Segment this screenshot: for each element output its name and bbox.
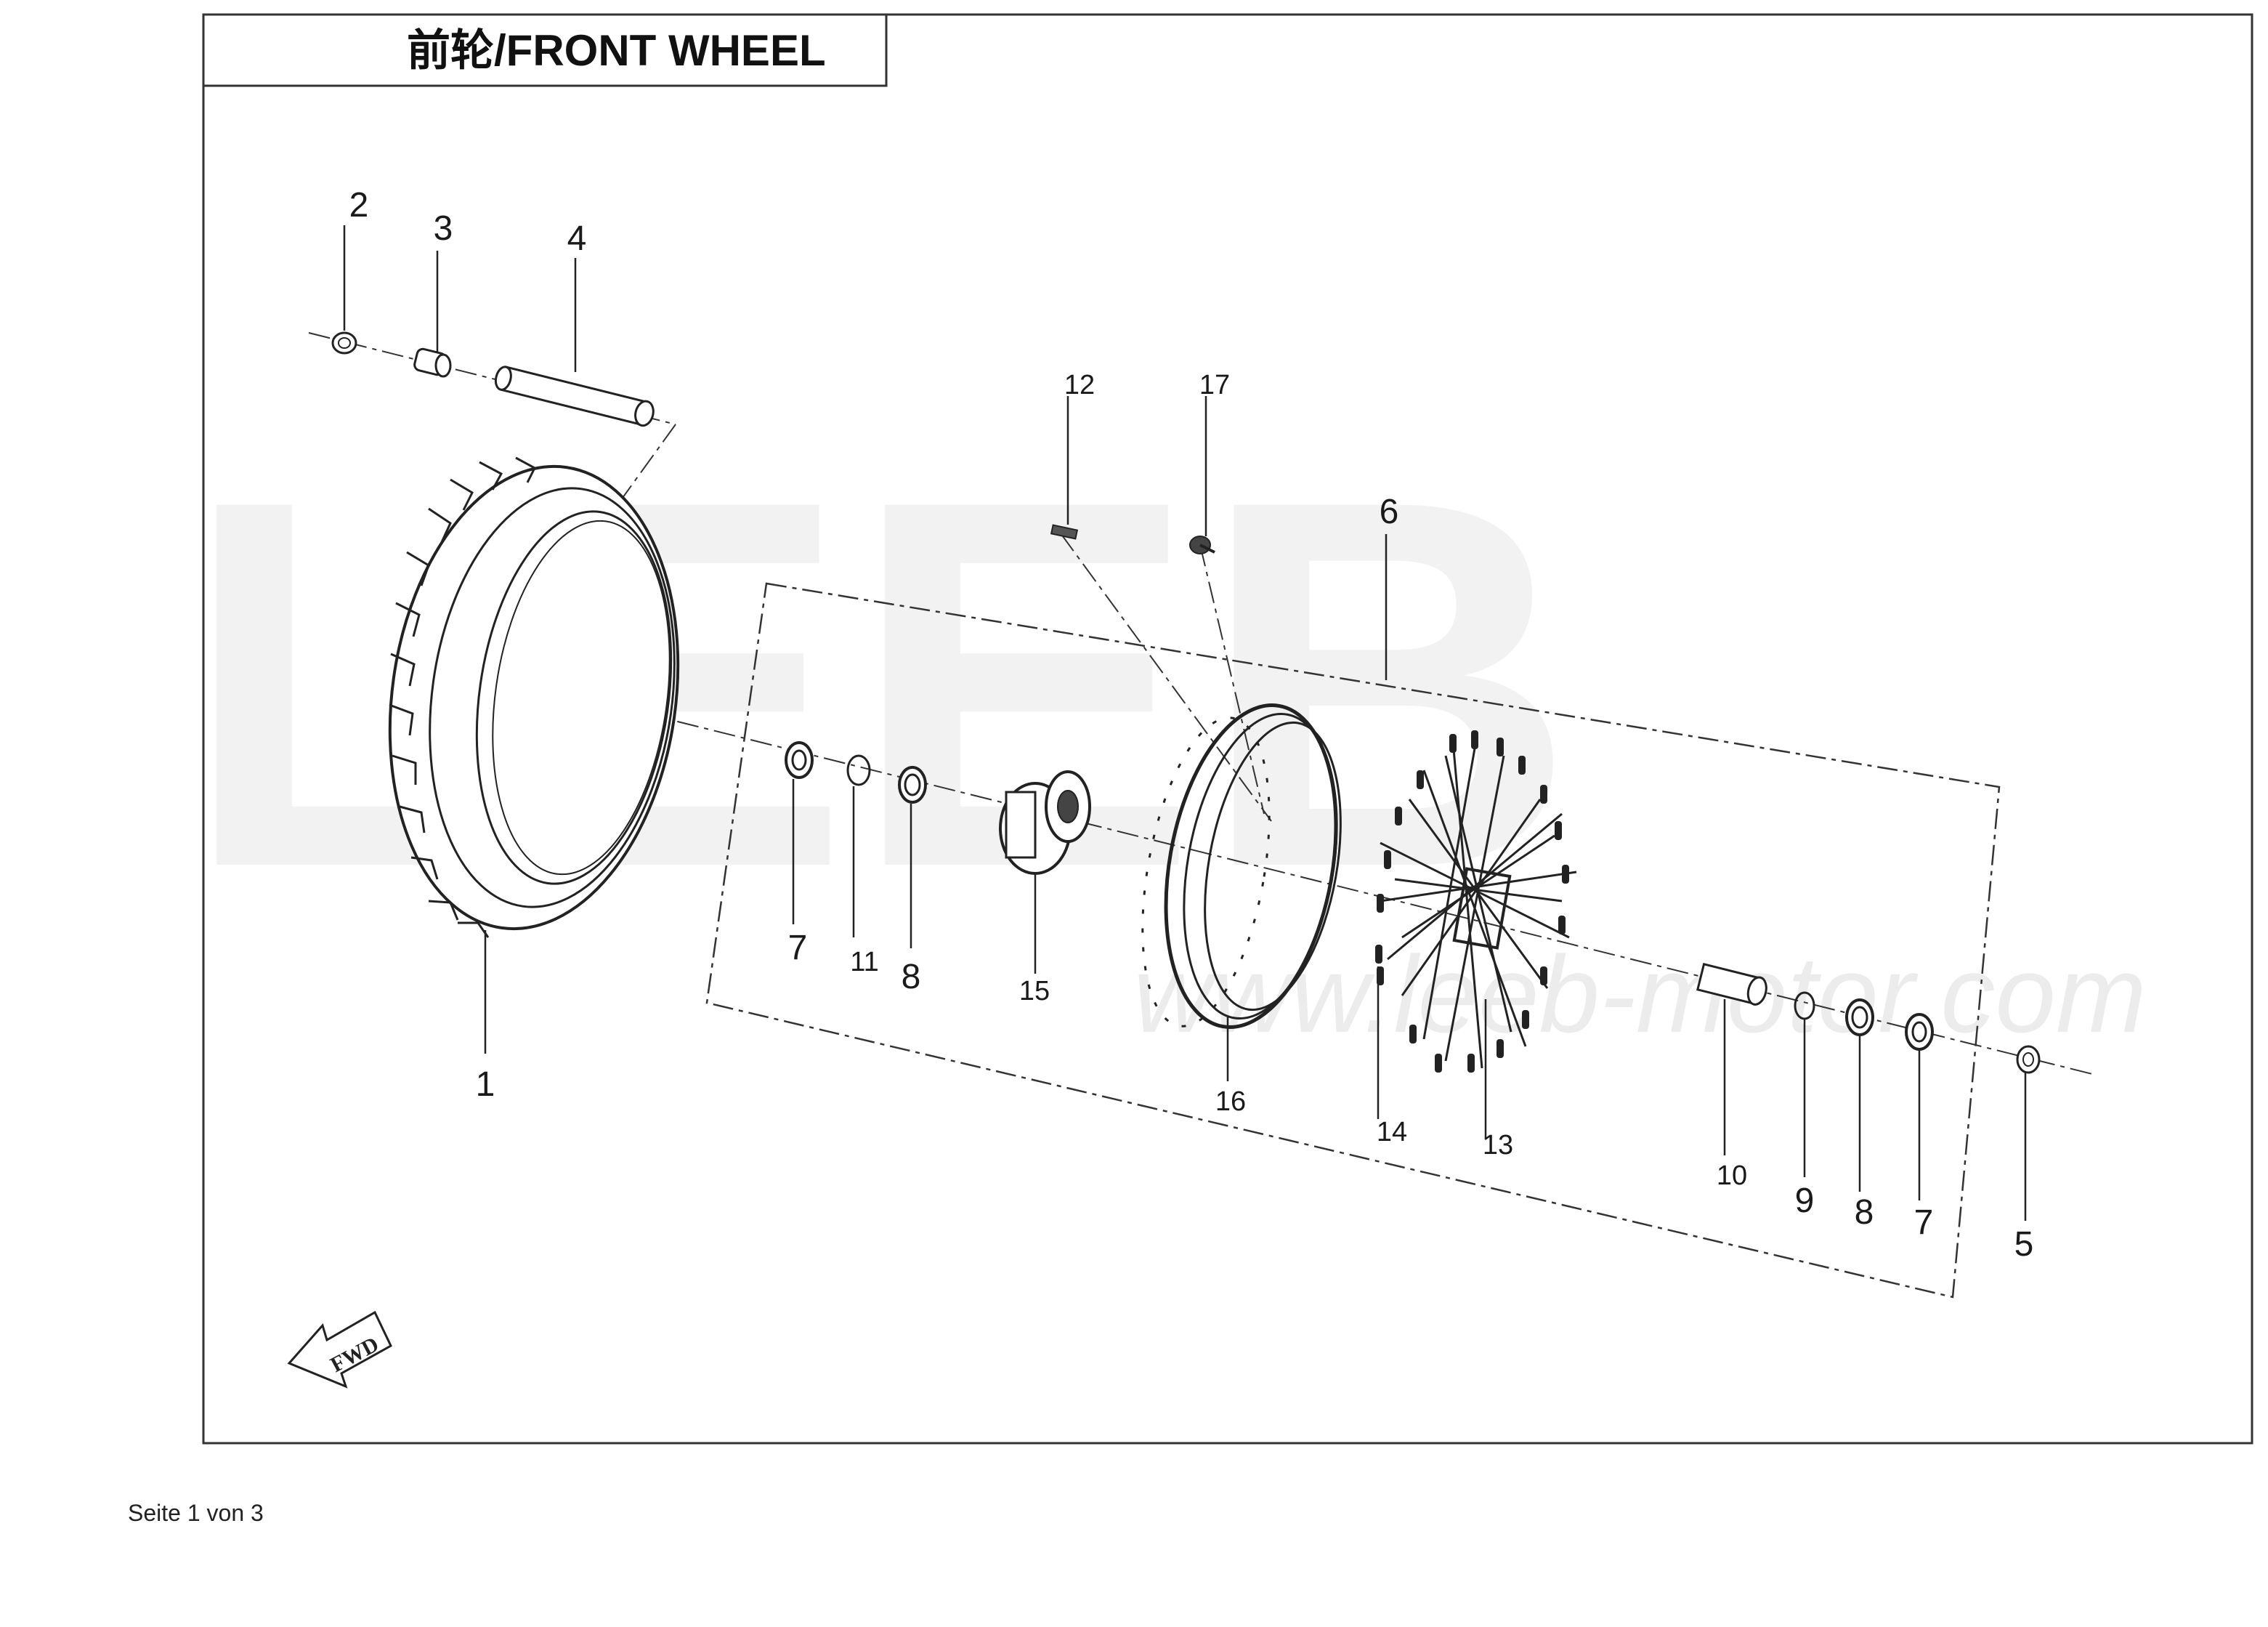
callout-5: 5 xyxy=(2014,1225,2034,1264)
collar-part xyxy=(413,347,452,378)
right-collar-part xyxy=(2016,1045,2041,1074)
rim-part xyxy=(1141,703,1342,1029)
spoke-nipples-part xyxy=(1375,730,1569,1073)
page-footer: Seite 1 von 3 xyxy=(128,1500,264,1526)
wheel-assembly-box xyxy=(705,582,2001,1299)
callout-6: 6 xyxy=(1380,493,1399,531)
nipple-part xyxy=(1050,524,1079,540)
watermark-url: www.leeb-motor.com xyxy=(1133,933,2147,1055)
callout-16: 16 xyxy=(1215,1086,1246,1117)
leader-lines xyxy=(343,225,2027,1221)
title-box xyxy=(202,13,888,87)
spacer-tube-part xyxy=(494,366,655,427)
diagram-frame xyxy=(202,13,2253,1445)
callout-9: 9 xyxy=(1795,1182,1815,1220)
callout-7a: 7 xyxy=(788,929,808,967)
callout-1: 1 xyxy=(476,1065,495,1104)
callout-8a: 8 xyxy=(902,958,921,996)
right-spacer-part xyxy=(1696,963,1767,1006)
callout-2: 2 xyxy=(349,186,369,225)
callout-15: 15 xyxy=(1019,976,1050,1006)
callout-4: 4 xyxy=(567,219,587,258)
callout-10: 10 xyxy=(1717,1160,1747,1191)
circlip-part xyxy=(846,754,871,786)
tire-part xyxy=(388,456,680,938)
hub-part xyxy=(999,770,1091,875)
bearing-right-part xyxy=(1845,998,1874,1036)
callout-14: 14 xyxy=(1377,1117,1407,1147)
callout-3: 3 xyxy=(434,209,453,248)
oil-seal-right-part xyxy=(1905,1013,1934,1051)
axle-nut-part xyxy=(331,331,357,355)
callout-7b: 7 xyxy=(1914,1203,1934,1242)
callout-8b: 8 xyxy=(1855,1193,1874,1232)
callout-13: 13 xyxy=(1483,1130,1513,1160)
callout-17: 17 xyxy=(1199,370,1230,400)
callout-11: 11 xyxy=(850,947,878,977)
fwd-arrow-icon: FWD xyxy=(287,1310,392,1389)
diagram-title: 前轮/FRONT WHEEL xyxy=(407,26,826,75)
callouts: 1 2 3 4 5 6 7 11 8 15 12 17 16 14 13 10 … xyxy=(349,186,2034,1264)
oil-seal-left-part xyxy=(785,741,814,779)
valve-part xyxy=(1189,536,1215,554)
callout-12: 12 xyxy=(1064,370,1095,400)
bearing-left-part xyxy=(898,766,927,804)
spokes-part xyxy=(1380,740,1577,1069)
